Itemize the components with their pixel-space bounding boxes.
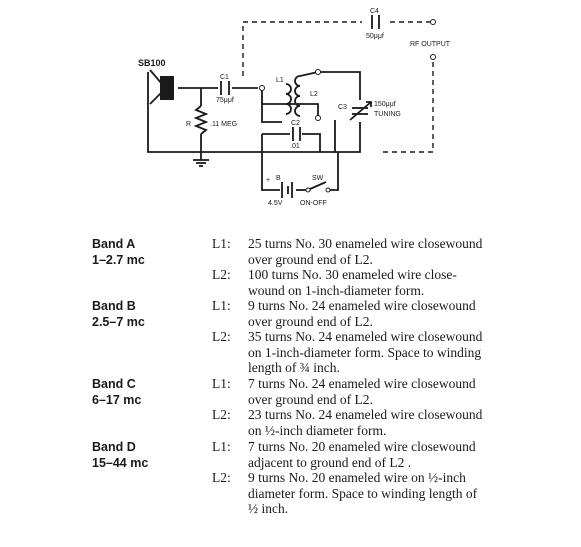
transistor-sb100: SB100 [138,58,174,105]
coil-description-line: adjacent to ground end of L2 . [248,454,412,470]
battery-b: + B 4.5V [266,175,293,207]
coil-spec: L2: 9 turns No. 20 enameled wire on ½-inc… [212,470,552,517]
coil-l1-l2: L1 L2 [259,69,321,121]
coil-spec: L1: 7 turns No. 20 enameled wire closewou… [212,439,552,470]
coil-description-line: 23 turns No. 24 enameled wire closewound [248,407,483,422]
coil-description-line: 7 turns No. 24 enameled wire closewound [248,376,476,391]
band-label: Band B 2.5–7 mc [92,298,202,330]
svg-text:4.5V: 4.5V [268,200,283,207]
svg-text:150μμf: 150μμf [374,101,396,108]
svg-text:L1: L1 [276,77,284,84]
band-name: Band B [92,299,136,313]
band-range: 6–17 mc [92,393,142,407]
coil-description-line: diameter form. Space to winding length o… [248,485,478,501]
coil-description-line: over ground end of L2. [248,313,373,329]
coil-description-line: wound on 1-inch-diameter form. [248,282,425,298]
band-label: Band C 6–17 mc [92,376,202,408]
coil-label: L2: [212,470,231,485]
wiring [147,71,361,191]
coil-description-line: 9 turns No. 20 enameled wire on ½-inch [248,470,466,485]
band-range: 2.5–7 mc [92,315,145,329]
coil-description-line: 9 turns No. 24 enameled wire closewound [248,298,476,313]
coil-label: L1: [212,236,231,251]
band-row: Band D 15–44 mc L1: 7 turns No. 20 enameled… [92,439,552,517]
coil-description-line: 100 turns No. 30 enameled wire close- [248,267,457,282]
coil-label: L2: [212,329,231,344]
svg-text:+: + [266,177,270,184]
band-row: Band B 2.5–7 mc L1: 9 turns No. 24 enameled… [92,298,552,376]
capacitor-c3-tuning: C3 150μμf TUNING [338,101,401,121]
resistor-r: R .11 MEG [186,105,237,167]
coil-spec: L1: 9 turns No. 24 enameled wire closewou… [212,298,552,329]
svg-text:50μμf: 50μμf [366,33,384,40]
coil-spec: L2: 35 turns No. 24 enameled wire closewo… [212,329,552,376]
band-row: Band A 1–2.7 mc L1: 25 turns No. 30 enamele… [92,236,552,298]
svg-text:C1: C1 [220,74,229,81]
coil-description: 100 turns No. 30 enameled wire close-wou… [248,267,538,298]
svg-text:SB100: SB100 [138,58,166,68]
coil-label: L2: [212,407,231,422]
svg-text:B: B [276,175,281,182]
svg-text:RF OUTPUT: RF OUTPUT [410,41,451,48]
coil-description-line: 35 turns No. 24 enameled wire closewound [248,329,483,344]
band-range: 1–2.7 mc [92,253,145,267]
coil-description-line: length of ¾ inch. [248,360,340,375]
band-label: Band D 15–44 mc [92,439,202,471]
svg-text:L2: L2 [310,91,318,98]
coil-description-line: on ½-inch diameter form. [248,422,387,438]
coil-description-line: over ground end of L2. [248,391,373,407]
band-name: Band A [92,237,136,251]
svg-text:SW: SW [312,175,324,182]
coil-description: 25 turns No. 30 enameled wire closewound… [248,236,538,267]
coil-label: L1: [212,298,231,313]
coil-spec: L2: 100 turns No. 30 enameled wire close-… [212,267,552,298]
coil-description-line: 7 turns No. 20 enameled wire closewound [248,439,476,454]
coil-label: L1: [212,376,231,391]
band-label: Band A 1–2.7 mc [92,236,202,268]
coil-description: 23 turns No. 24 enameled wire closewound… [248,407,538,438]
coil-description-line: over ground end of L2. [248,251,373,267]
coil-description-line: on 1-inch-diameter form. Space to windin… [248,344,482,360]
coil-spec: L2: 23 turns No. 24 enameled wire closewo… [212,407,552,438]
svg-text:C2: C2 [291,120,300,127]
rf-output-dashes [242,21,434,153]
capacitor-c1: C1 75μμf [216,74,234,104]
coil-label: L2: [212,267,231,282]
coil-description-line: ½ inch. [248,501,289,516]
band-range: 15–44 mc [92,456,149,470]
svg-text:R: R [186,121,191,128]
svg-text:ON-OFF: ON-OFF [300,200,327,207]
coil-spec: L1: 25 turns No. 30 enameled wire closewo… [212,236,552,267]
band-row: Band C 6–17 mc L1: 7 turns No. 24 enameled … [92,376,552,438]
band-name: Band D [92,440,136,454]
rf-output-terminals: RF OUTPUT [410,19,451,60]
svg-text:75μμf: 75μμf [216,97,234,104]
svg-text:C3: C3 [338,104,347,111]
coil-label: L1: [212,439,231,454]
circuit-schematic: SB100 C1 75μμf R .11 MEG L1 L2 C2 .01 [138,8,451,207]
band-name: Band C [92,377,136,391]
capacitor-c2: C2 .01 [290,120,301,150]
coil-spec: L1: 7 turns No. 24 enameled wire closewou… [212,376,552,407]
svg-text:.01: .01 [290,143,300,150]
capacitor-c4: C4 50μμf [366,8,384,40]
coil-description-line: 25 turns No. 30 enameled wire closewound [248,236,483,251]
coil-description: 35 turns No. 24 enameled wire closewound… [248,329,538,376]
svg-text:.11 MEG: .11 MEG [210,121,237,128]
svg-text:C4: C4 [370,8,379,15]
switch-sw: SW ON-OFF [300,175,331,207]
svg-text:TUNING: TUNING [374,111,401,118]
